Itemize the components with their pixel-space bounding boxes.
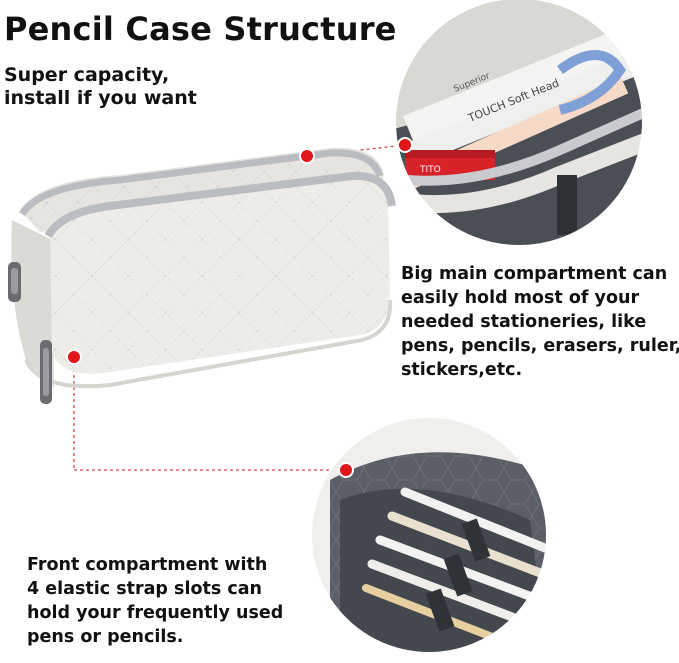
- subtitle-line-2: install if you want: [4, 87, 197, 109]
- red-dot-icon: [66, 137, 413, 478]
- subtitle-line-1: Super capacity,: [4, 64, 170, 86]
- caption-line: pens or pencils.: [27, 627, 184, 647]
- caption-line: hold your frequently used: [27, 603, 284, 623]
- caption-line: 4 elastic strap slots can: [27, 579, 262, 599]
- caption-line: easily hold most of your: [401, 288, 640, 308]
- main-compartment-caption: Big main compartment can easily hold mos…: [401, 262, 679, 382]
- subtitle: Super capacity, install if you want: [4, 64, 264, 110]
- main-compartment-closeup: Superior TOUCH Soft Head TITO: [395, 0, 643, 246]
- front-compartment-caption: Front compartment with 4 elastic strap s…: [27, 553, 307, 649]
- zipper-pull-icon: [8, 262, 52, 404]
- front-compartment-closeup: [311, 417, 547, 653]
- page-title: Pencil Case Structure: [4, 10, 397, 48]
- caption-line: Big main compartment can: [401, 264, 668, 284]
- caption-line: pens, pencils, erasers, ruler,: [401, 336, 679, 356]
- caption-line: stickers,etc.: [401, 360, 523, 380]
- caption-line: needed stationeries, like: [401, 312, 647, 332]
- eraser-label-text: TITO: [419, 165, 441, 175]
- caption-line: Front compartment with: [27, 555, 268, 575]
- pencil-case-photo: [8, 147, 396, 404]
